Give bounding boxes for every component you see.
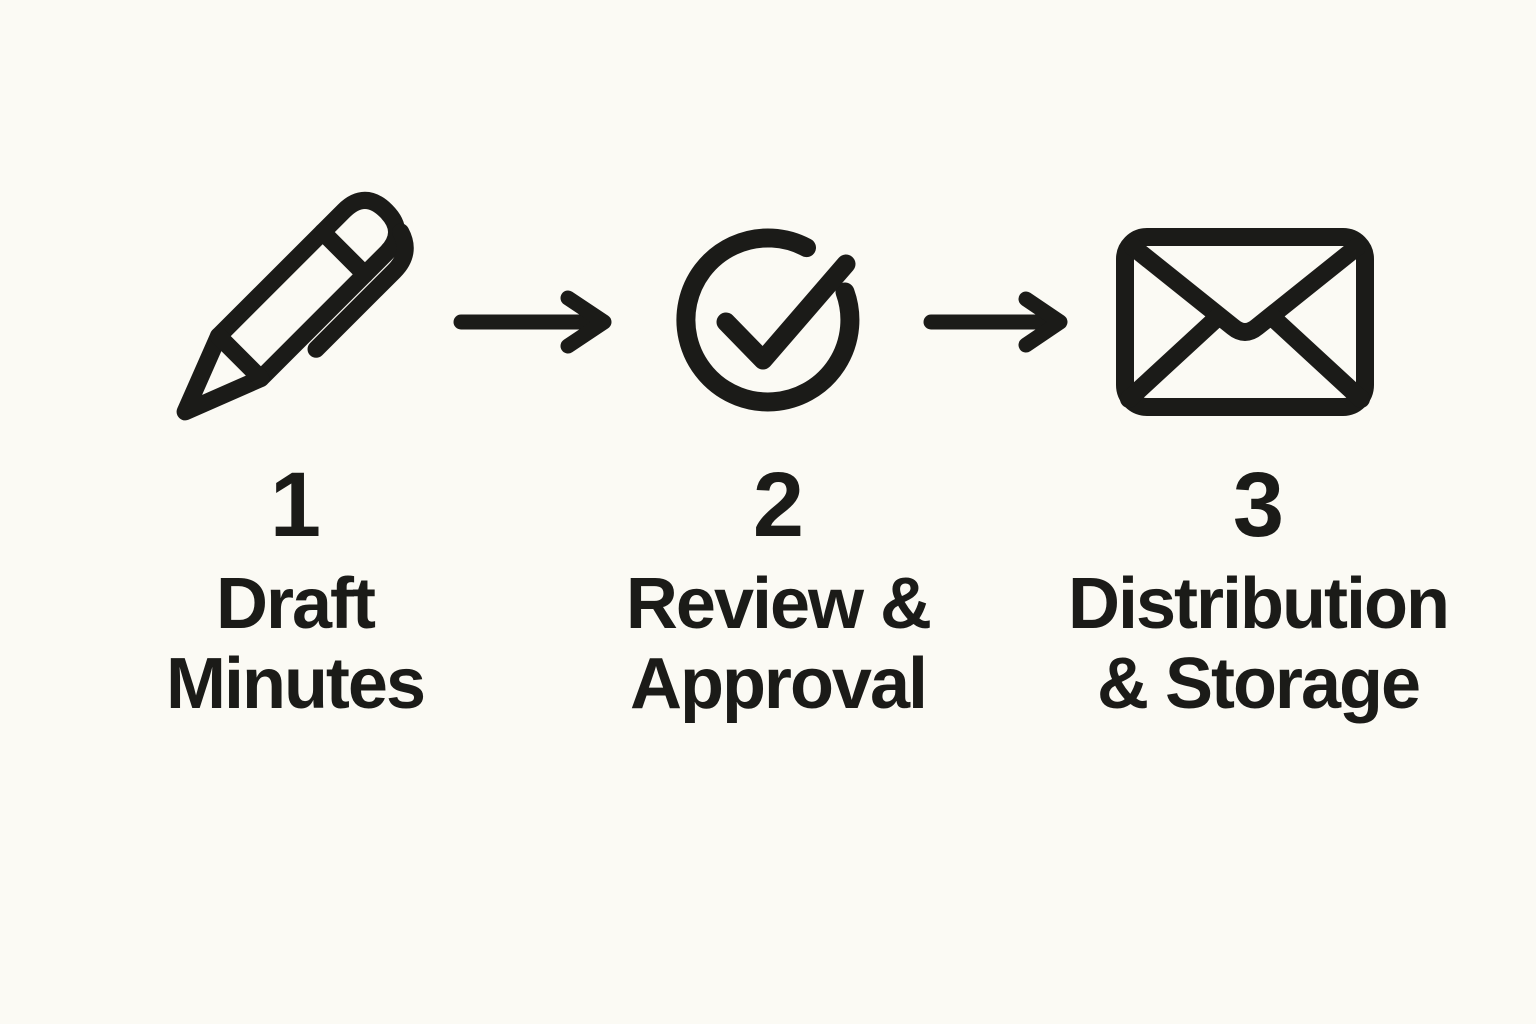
step-1-label: Draft Minutes	[35, 564, 555, 724]
step-1: 1 Draft Minutes	[35, 458, 555, 724]
step-1-number: 1	[269, 454, 321, 556]
step-2-number: 2	[752, 454, 804, 556]
envelope-icon	[1115, 227, 1375, 417]
step-1-label-line-2: Minutes	[165, 644, 426, 724]
step-1-label-line-1: Draft	[215, 564, 376, 644]
arrow-right-icon	[452, 284, 616, 360]
arrow-right-icon	[922, 286, 1072, 358]
step-3-label: Distribution & Storage	[998, 564, 1518, 724]
pen-icon	[175, 182, 415, 422]
step-2-label: Review & Approval	[518, 564, 1038, 724]
step-2: 2 Review & Approval	[518, 458, 1038, 724]
check-circle-icon	[668, 220, 868, 420]
step-3-number: 3	[1232, 454, 1284, 556]
step-3: 3 Distribution & Storage	[998, 458, 1518, 724]
step-2-label-line-1: Review &	[625, 564, 932, 644]
step-2-label-line-2: Approval	[629, 644, 928, 724]
step-3-label-line-1: Distribution	[1068, 564, 1450, 644]
step-3-label-line-2: & Storage	[1096, 644, 1421, 724]
